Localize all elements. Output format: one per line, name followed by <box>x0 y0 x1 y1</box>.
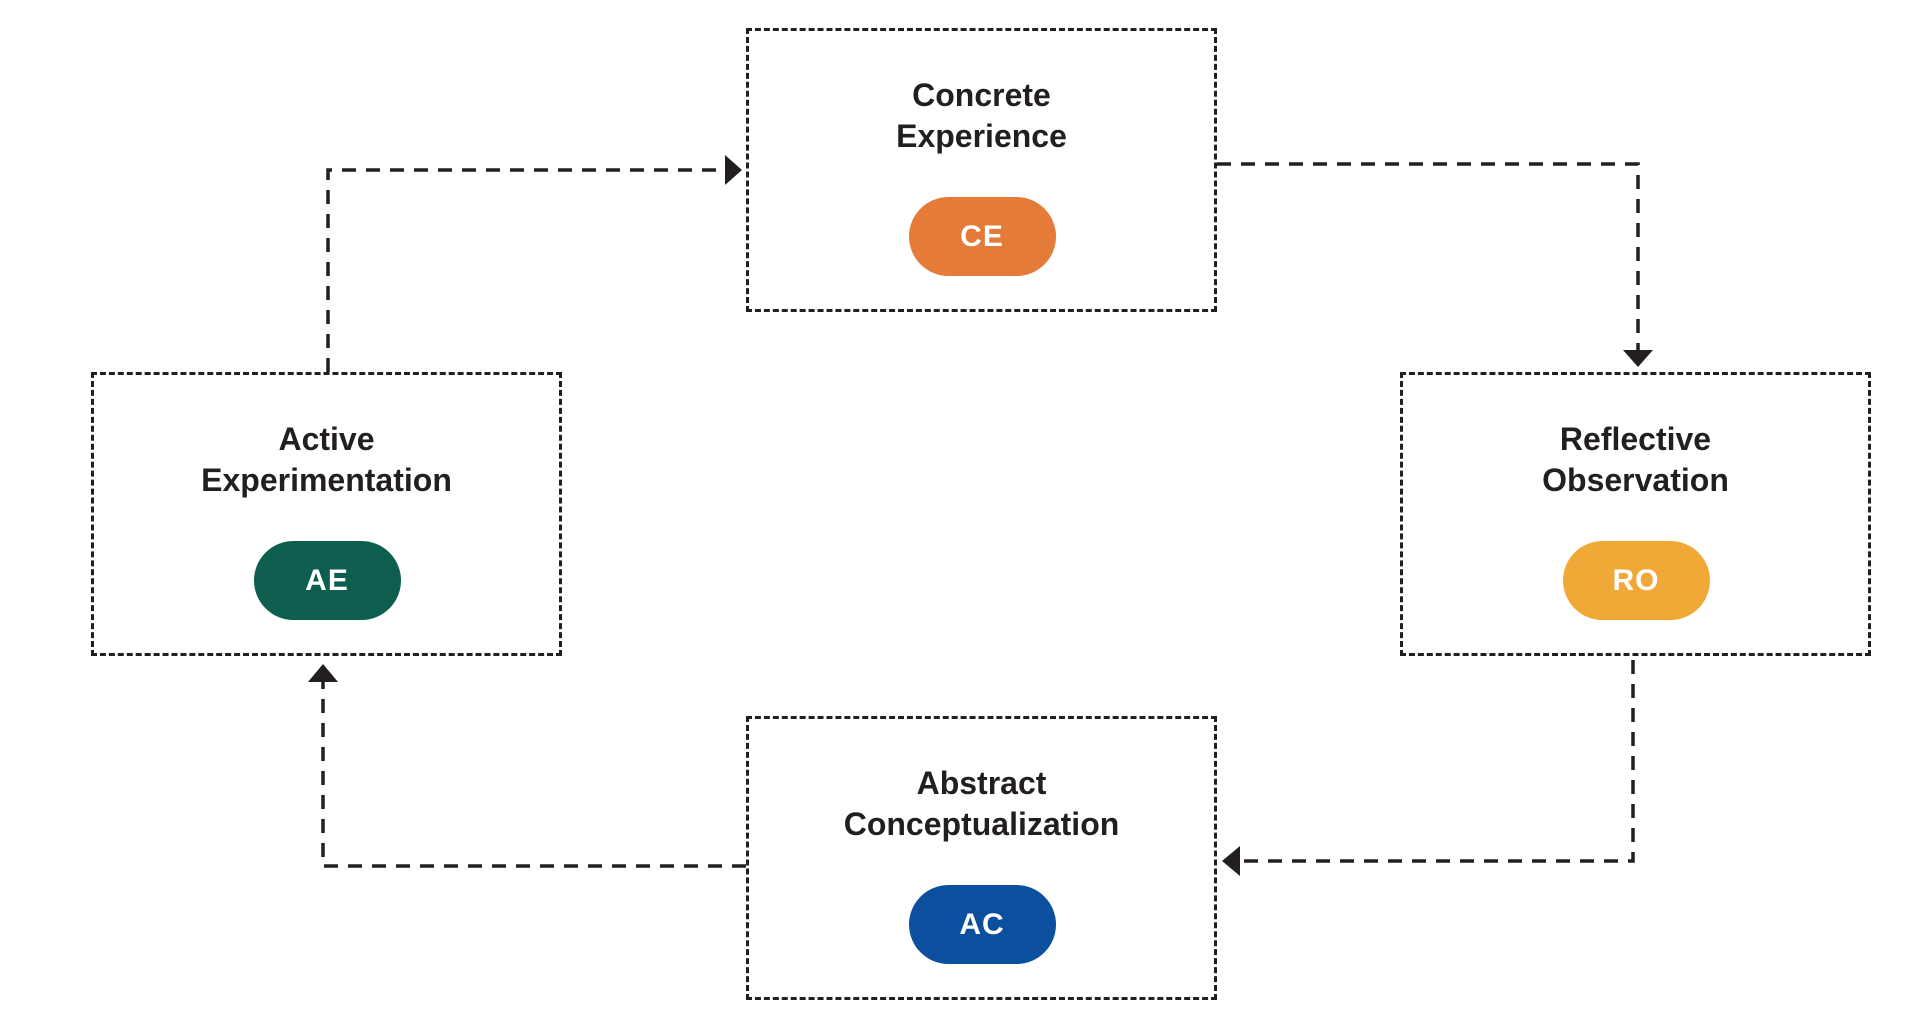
arrow-ae-to-ce <box>326 168 725 372</box>
node-concrete-experience: Concrete Experience CE <box>746 28 1217 312</box>
badge-ro: RO <box>1562 541 1710 620</box>
arrowhead-ce <box>725 155 742 185</box>
node-title: Reflective Observation <box>1542 421 1729 498</box>
badge-ac: AC <box>908 885 1056 964</box>
arrowhead-ac <box>1222 846 1240 876</box>
arrow-ro-to-ac <box>1240 660 1635 863</box>
node-title: Active Experimentation <box>201 421 452 498</box>
arrowhead-ae <box>308 664 338 682</box>
badge-ce: CE <box>908 197 1056 276</box>
arrowhead-ro <box>1623 350 1653 367</box>
node-title: Concrete Experience <box>896 77 1067 154</box>
badge-ae: AE <box>253 541 401 620</box>
node-title: Abstract Conceptualization <box>843 765 1120 842</box>
node-active-experimentation: Active Experimentation AE <box>91 372 562 656</box>
node-abstract-conceptualization: Abstract Conceptualization AC <box>746 716 1217 1000</box>
arrow-ce-to-ro <box>1217 162 1640 350</box>
arrow-ac-to-ae <box>321 682 746 868</box>
node-reflective-observation: Reflective Observation RO <box>1400 372 1871 656</box>
